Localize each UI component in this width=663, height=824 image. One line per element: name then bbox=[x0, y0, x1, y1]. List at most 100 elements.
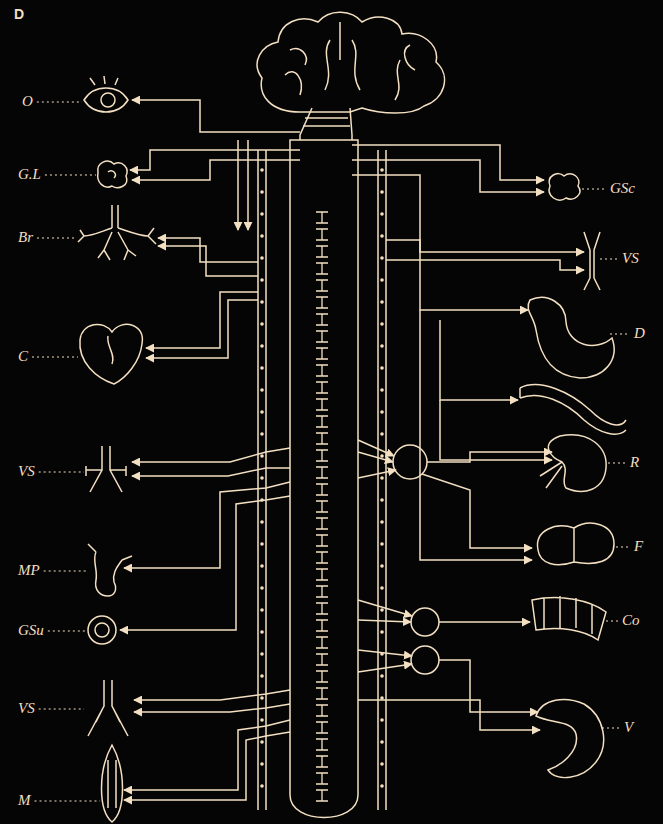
chain-ganglion bbox=[260, 278, 264, 282]
chain-ganglion bbox=[380, 520, 384, 524]
chain-ganglion bbox=[260, 366, 264, 370]
nerve-wires bbox=[352, 145, 584, 730]
chain-ganglion bbox=[380, 630, 384, 634]
brain bbox=[257, 12, 444, 113]
cord-segment bbox=[316, 773, 328, 784]
cord-segment bbox=[316, 586, 328, 597]
cord-segment bbox=[316, 212, 328, 223]
cord-segment bbox=[316, 569, 328, 580]
cord-segment bbox=[316, 331, 328, 342]
chain-ganglion bbox=[380, 278, 384, 282]
leader-line bbox=[32, 356, 78, 357]
cord-segment bbox=[316, 484, 328, 495]
cord-segment bbox=[316, 603, 328, 614]
chain-ganglion bbox=[260, 234, 264, 238]
cord-segment bbox=[316, 535, 328, 546]
organ-label: M bbox=[18, 791, 31, 809]
leader-line bbox=[616, 546, 630, 547]
leader-line bbox=[606, 620, 618, 621]
chain-ganglion bbox=[380, 586, 384, 590]
chain-ganglion bbox=[380, 498, 384, 502]
chain-ganglion bbox=[260, 762, 264, 766]
leader-line bbox=[44, 570, 86, 571]
leader-line bbox=[37, 101, 82, 102]
chain-ganglion bbox=[380, 322, 384, 326]
spinal-cord bbox=[290, 140, 358, 818]
brainstem bbox=[300, 108, 352, 140]
chain-ganglion bbox=[380, 234, 384, 238]
chain-ganglion bbox=[260, 476, 264, 480]
cord-segment bbox=[316, 620, 328, 631]
nerve-wires bbox=[120, 100, 300, 800]
chain-ganglion bbox=[380, 454, 384, 458]
cord-segment bbox=[316, 756, 328, 767]
chain-ganglion bbox=[380, 432, 384, 436]
chain-ganglion bbox=[260, 586, 264, 590]
organ-label: GSc bbox=[610, 179, 635, 197]
chain-ganglion bbox=[260, 344, 264, 348]
chain-ganglion bbox=[380, 256, 384, 260]
bladder bbox=[536, 700, 604, 778]
kidney bbox=[540, 435, 606, 492]
blood-vessel bbox=[584, 232, 600, 290]
chain-ganglion bbox=[380, 740, 384, 744]
cord-segment bbox=[316, 671, 328, 682]
chain-ganglion bbox=[260, 256, 264, 260]
chain-ganglion bbox=[380, 564, 384, 568]
blood-vessel bbox=[88, 680, 128, 736]
cord-segment bbox=[316, 722, 328, 733]
intestine bbox=[520, 385, 626, 434]
cord-segment bbox=[316, 229, 328, 240]
chain-ganglion bbox=[380, 366, 384, 370]
organ-label: C bbox=[18, 347, 28, 365]
leader-line bbox=[600, 258, 618, 259]
stomach bbox=[528, 297, 614, 378]
chain-ganglion bbox=[260, 652, 264, 656]
cord-segment bbox=[316, 297, 328, 308]
leader-line bbox=[45, 174, 96, 175]
liver bbox=[538, 523, 614, 564]
organ-label: R bbox=[630, 453, 639, 471]
chain-ganglion bbox=[380, 476, 384, 480]
muscle bbox=[102, 745, 123, 822]
cord-segment bbox=[316, 365, 328, 376]
salivary-gland bbox=[549, 174, 580, 200]
leader-line bbox=[35, 800, 101, 801]
chain-ganglion bbox=[380, 168, 384, 172]
cord-segment bbox=[316, 654, 328, 665]
chain-ganglion bbox=[260, 630, 264, 634]
blood-vessel bbox=[86, 446, 126, 492]
cord-segment bbox=[316, 433, 328, 444]
leader-line bbox=[48, 630, 86, 631]
organ-label: VS bbox=[622, 249, 639, 267]
chain-ganglion bbox=[260, 190, 264, 194]
chain-ganglion bbox=[380, 762, 384, 766]
leader-line bbox=[39, 708, 84, 709]
chain-ganglion bbox=[380, 212, 384, 216]
cord-segment bbox=[316, 416, 328, 427]
leader-line bbox=[610, 333, 630, 334]
chain-ganglion bbox=[380, 300, 384, 304]
heart bbox=[80, 324, 143, 384]
cord-segment bbox=[316, 637, 328, 648]
cord-segment bbox=[316, 739, 328, 750]
eye bbox=[84, 76, 128, 112]
cord-segment bbox=[316, 314, 328, 325]
chain-ganglion bbox=[380, 784, 384, 788]
chain-ganglion bbox=[260, 168, 264, 172]
sympathetic-chain bbox=[258, 150, 386, 810]
cord-segment bbox=[316, 280, 328, 291]
cord-segment bbox=[316, 790, 328, 801]
chain-ganglion bbox=[380, 718, 384, 722]
organ-label: F bbox=[634, 537, 643, 555]
chain-ganglion bbox=[380, 674, 384, 678]
ganglion bbox=[411, 646, 439, 674]
cord-segment bbox=[316, 399, 328, 410]
chain-ganglion bbox=[260, 410, 264, 414]
chain-ganglion bbox=[380, 608, 384, 612]
chain-ganglion bbox=[380, 410, 384, 414]
leader-line bbox=[602, 727, 620, 728]
